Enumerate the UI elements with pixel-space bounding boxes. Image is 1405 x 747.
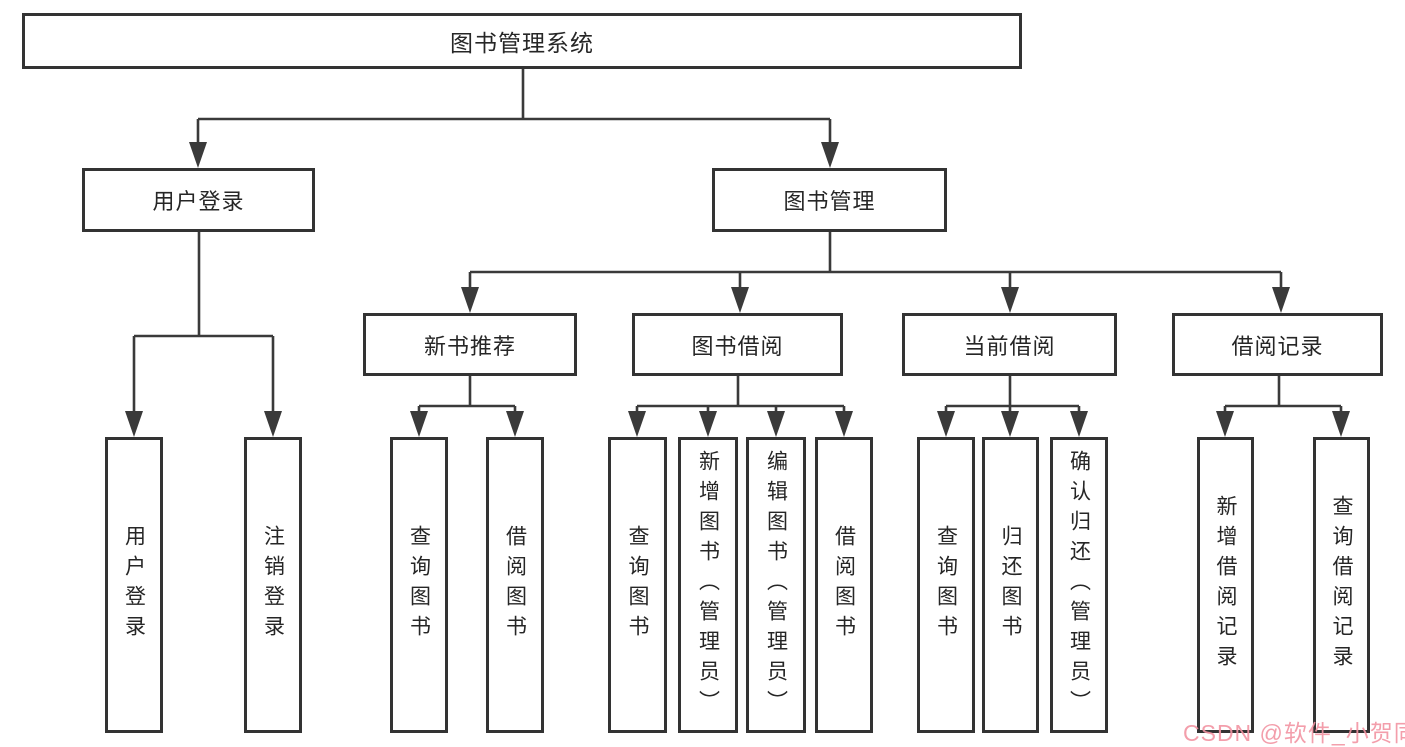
leaf-query-books-recommend: 查询图书 [390, 437, 448, 733]
leaf-query-books-recommend-label: 查询图书 [407, 525, 431, 645]
leaf-query-books-current: 查询图书 [917, 437, 975, 733]
leaf-add-books-admin: 新增图书（管理员） [678, 437, 738, 733]
leaf-confirm-return-admin: 确认归还（管理员） [1050, 437, 1108, 733]
leaf-add-borrow-record: 新增借阅记录 [1197, 437, 1254, 733]
leaf-query-books-borrow: 查询图书 [608, 437, 667, 733]
node-book-borrow: 图书借阅 [632, 313, 843, 376]
leaf-borrow-books-recommend: 借阅图书 [486, 437, 544, 733]
leaf-borrow-books-recommend-label: 借阅图书 [503, 525, 527, 645]
leaf-query-borrow-record-label: 查询借阅记录 [1330, 495, 1353, 675]
leaf-borrow-books: 借阅图书 [815, 437, 873, 733]
leaf-add-borrow-record-label: 新增借阅记录 [1214, 495, 1237, 675]
node-root-system: 图书管理系统 [22, 13, 1022, 69]
leaf-confirm-return-admin-label: 确认归还（管理员） [1067, 450, 1091, 720]
leaf-edit-books-admin-label: 编辑图书（管理员） [764, 450, 788, 720]
node-new-book-recommend: 新书推荐 [363, 313, 577, 376]
node-current-borrow: 当前借阅 [902, 313, 1117, 376]
node-user-login: 用户登录 [82, 168, 315, 232]
leaf-query-books-current-label: 查询图书 [934, 525, 958, 645]
csdn-watermark: CSDN @软件_小贺同学 [1183, 720, 1405, 746]
leaf-query-books-borrow-label: 查询图书 [626, 525, 649, 645]
leaf-query-borrow-record: 查询借阅记录 [1313, 437, 1370, 733]
leaf-logout: 注销登录 [244, 437, 302, 733]
leaf-add-books-admin-label: 新增图书（管理员） [696, 450, 720, 720]
leaf-borrow-books-label: 借阅图书 [832, 525, 856, 645]
leaf-return-books: 归还图书 [982, 437, 1039, 733]
leaf-edit-books-admin: 编辑图书（管理员） [746, 437, 806, 733]
node-book-management: 图书管理 [712, 168, 947, 232]
leaf-logout-label: 注销登录 [261, 525, 285, 645]
leaf-user-login-label: 用户登录 [122, 525, 146, 645]
leaf-return-books-label: 归还图书 [999, 525, 1022, 645]
leaf-user-login: 用户登录 [105, 437, 163, 733]
node-borrow-records: 借阅记录 [1172, 313, 1383, 376]
